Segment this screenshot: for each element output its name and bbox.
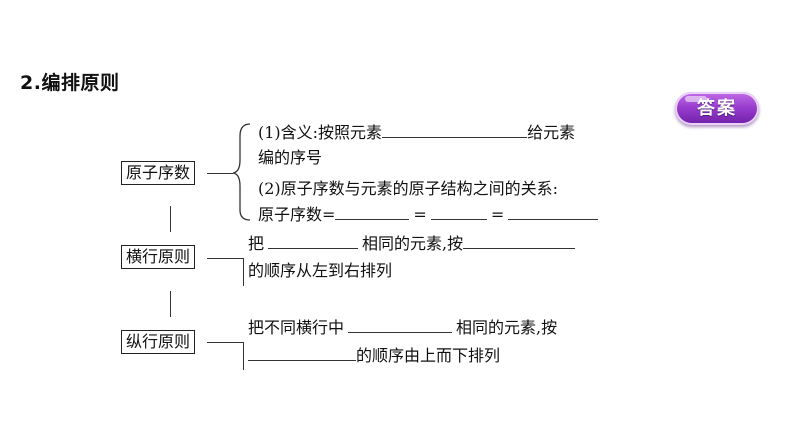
relation-line-1: (2)原子序数与元素的原子结构之间的关系:: [258, 179, 559, 198]
equals-sign: =: [490, 205, 505, 224]
vertical-connector: [170, 206, 171, 232]
group-line-1: 把不同横行中 相同的元素,按: [248, 317, 557, 339]
blank-field[interactable]: [430, 204, 487, 220]
definition-prefix: (1)含义:按照元素: [258, 123, 383, 142]
blank-field[interactable]: [248, 345, 356, 361]
blank-field[interactable]: [463, 233, 576, 249]
definition-line-1: (1)含义:按照元素 给元素: [258, 122, 575, 144]
period-prefix: 把: [248, 234, 265, 253]
section-title: 2.编排原则: [20, 72, 120, 94]
definition-line-2: 编的序号: [258, 148, 323, 167]
blank-field[interactable]: [508, 204, 599, 220]
relation-line-2: 原子序数= = =: [258, 204, 599, 226]
period-line-2: 的顺序从左到右排列: [248, 261, 393, 280]
blank-field[interactable]: [335, 204, 410, 220]
period-rule-box: 横行原则: [121, 245, 196, 269]
group-middle: 相同的元素,按: [456, 318, 558, 337]
group-line-2: 的顺序由上而下排列: [248, 345, 500, 367]
connector-tick: [243, 342, 244, 370]
connector-line: [207, 258, 243, 259]
answer-button-label: 答案: [697, 98, 737, 119]
period-middle: 相同的元素,按: [362, 234, 464, 253]
button-highlight: [685, 96, 707, 102]
equals-sign: =: [413, 205, 427, 224]
atomic-number-box: 原子序数: [121, 161, 196, 185]
connector-line: [207, 342, 243, 343]
answer-button[interactable]: 答案: [675, 92, 759, 125]
left-brace-icon: [232, 123, 251, 221]
group-prefix: 把不同横行中: [248, 318, 345, 337]
blank-field[interactable]: [348, 317, 453, 333]
period-line-1: 把 相同的元素,按: [248, 233, 576, 255]
relation-prefix: 原子序数=: [258, 205, 336, 224]
group-rule-box: 纵行原则: [121, 330, 196, 354]
blank-field[interactable]: [382, 122, 528, 138]
connector-line: [207, 173, 233, 174]
definition-suffix: 给元素: [527, 123, 576, 142]
connector-tick: [243, 258, 244, 286]
group-suffix: 的顺序由上而下排列: [356, 346, 501, 365]
blank-field[interactable]: [268, 233, 359, 249]
vertical-connector: [170, 291, 171, 317]
